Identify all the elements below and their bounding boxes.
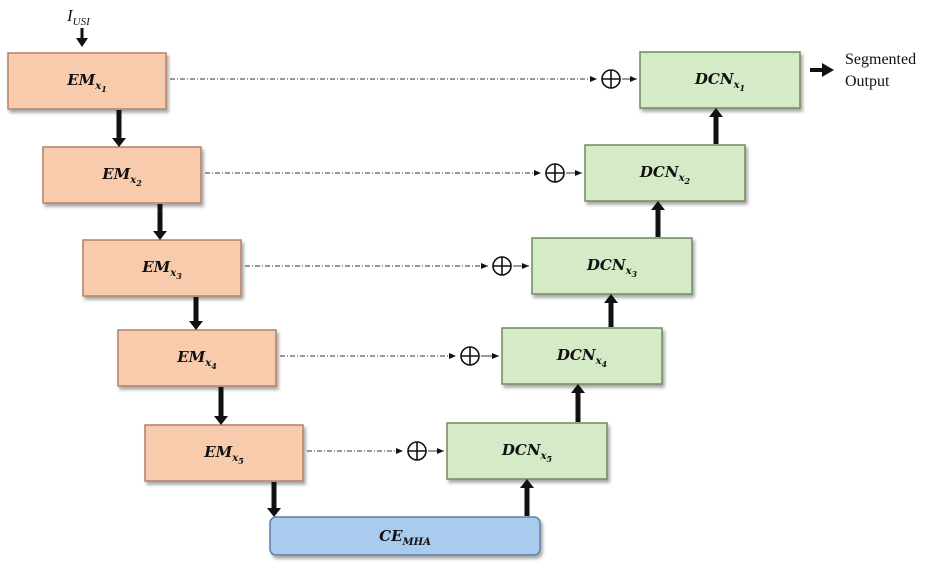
encoder-label-2: EMx2 <box>101 165 142 188</box>
skip-connection-1 <box>170 69 637 89</box>
encoder-label-4: EMx4 <box>176 348 217 371</box>
encoder-label-main: EM <box>141 258 170 276</box>
bottleneck-sub: MHA <box>402 537 432 548</box>
concat-plus-icon <box>407 441 427 461</box>
input-sub: USI <box>73 16 91 28</box>
decoder-label-main: DCN <box>501 441 542 459</box>
encoder-label-subsub: 4 <box>211 361 217 371</box>
up-arrow-3 <box>604 294 618 327</box>
encoder-label-subsub: 1 <box>101 84 107 94</box>
output-label-line1: Segmented <box>845 51 916 68</box>
bottleneck-block: CEMHA <box>269 516 541 556</box>
decoder-label-sub: x <box>595 356 603 367</box>
decoder-label-main: DCN <box>639 163 680 181</box>
svg-text:CEMHA: CEMHA <box>379 527 431 548</box>
output-arrow <box>810 63 834 77</box>
decoder-block-5: DCNx5 <box>446 422 608 480</box>
encoder-block-4: EMx4 <box>117 329 277 387</box>
concat-plus-icon <box>601 69 621 89</box>
up-arrow-4 <box>571 384 585 422</box>
input-arrow <box>76 28 88 47</box>
decoder-label-1: DCNx1 <box>694 70 745 93</box>
skip-connection-2 <box>205 163 582 183</box>
encoder-label-main: EM <box>176 348 205 366</box>
output-label-line2: Output <box>845 73 890 90</box>
encoder-label-sub: x <box>231 453 239 464</box>
encoder-label-sub: x <box>94 81 102 92</box>
decoder-label-sub: x <box>625 266 633 277</box>
encoder-label-sub: x <box>169 268 177 279</box>
decoder-label-main: DCN <box>556 346 597 364</box>
encoder-label-main: EM <box>101 165 130 183</box>
concat-plus-icon <box>460 346 480 366</box>
decoder-label-subsub: 2 <box>684 176 691 186</box>
encoder-label-5: EMx5 <box>203 443 244 466</box>
encoder-label-sub: x <box>204 358 212 369</box>
down-arrow-1 <box>112 110 126 147</box>
decoder-block-4: DCNx4 <box>501 327 663 385</box>
encoder-block-3: EMx3 <box>82 239 242 297</box>
decoder-label-2: DCNx2 <box>639 163 691 186</box>
skip-connection-4 <box>280 346 499 366</box>
decoder-label-main: DCN <box>694 70 735 88</box>
encoder-label-main: EM <box>66 71 95 89</box>
encoder-block-1: EMx1 <box>7 52 167 110</box>
decoder-block-3: DCNx3 <box>531 237 693 295</box>
up-arrow-2 <box>651 201 665 237</box>
decoder-label-subsub: 1 <box>740 83 746 93</box>
decoder-block-1: DCNx1 <box>639 51 801 109</box>
decoder-label-subsub: 4 <box>602 359 608 369</box>
up-arrow-5 <box>520 479 534 516</box>
encoder-label-1: EMx1 <box>66 71 107 94</box>
bottleneck-main: CE <box>379 527 403 545</box>
encoder-block-5: EMx5 <box>144 424 304 482</box>
down-arrow-3 <box>189 297 203 330</box>
input-main: I <box>66 6 74 25</box>
encoder-label-main: EM <box>203 443 232 461</box>
svg-text:IUSI: IUSI <box>66 6 91 28</box>
down-arrow-5 <box>267 482 281 517</box>
skip-connection-3 <box>245 256 529 276</box>
decoder-label-3: DCNx3 <box>586 256 638 279</box>
decoder-label-sub: x <box>733 80 741 91</box>
decoder-block-2: DCNx2 <box>584 144 746 202</box>
decoder-label-sub: x <box>540 451 548 462</box>
encoder-label-3: EMx3 <box>141 258 182 281</box>
up-arrow-1 <box>709 108 723 144</box>
encoder-label-subsub: 5 <box>238 456 244 466</box>
encoder-label-subsub: 3 <box>176 271 182 281</box>
concat-plus-icon <box>545 163 565 183</box>
encoder-block-2: EMx2 <box>42 146 202 204</box>
down-arrow-4 <box>214 387 228 425</box>
decoder-label-4: DCNx4 <box>556 346 608 369</box>
decoder-label-subsub: 5 <box>547 454 553 464</box>
decoder-label-subsub: 3 <box>632 269 638 279</box>
down-arrow-2 <box>153 204 167 240</box>
encoder-label-sub: x <box>129 175 137 186</box>
encoder-label-subsub: 2 <box>135 178 142 188</box>
skip-connection-5 <box>307 441 444 461</box>
decoder-label-sub: x <box>678 173 686 184</box>
concat-plus-icon <box>492 256 512 276</box>
decoder-label-5: DCNx5 <box>501 441 553 464</box>
input-label: IUSI <box>66 6 91 28</box>
decoder-label-main: DCN <box>586 256 627 274</box>
